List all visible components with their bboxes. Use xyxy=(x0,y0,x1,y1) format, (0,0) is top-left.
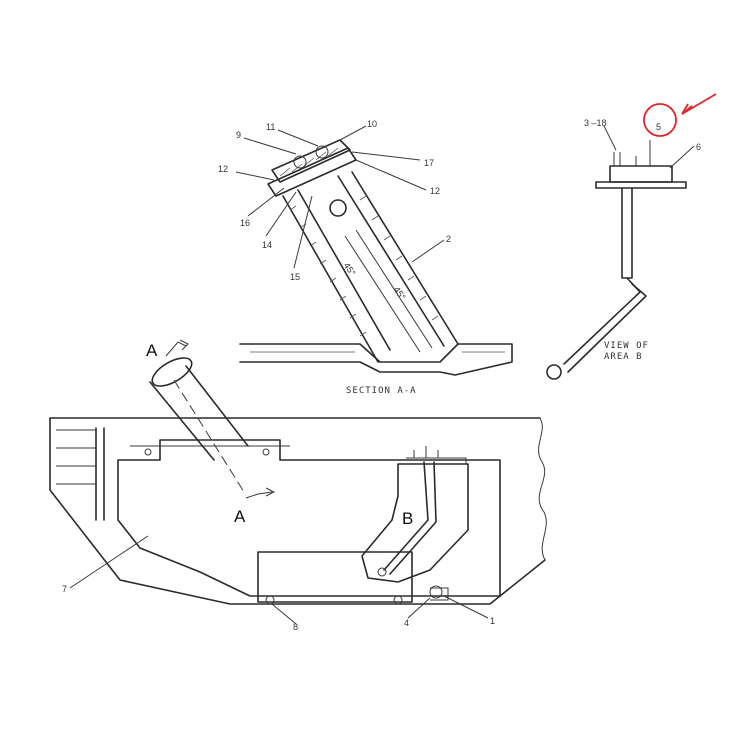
callout-14: 14 xyxy=(262,240,272,250)
callout-1: 1 xyxy=(490,616,495,626)
highlight-arrow xyxy=(681,93,717,115)
section-a-label-top: A xyxy=(146,341,158,360)
callout-5: 5 xyxy=(656,122,661,132)
section-a-a-view: 45° 45° xyxy=(235,125,513,376)
section-a-a-caption: SECTION A-A xyxy=(346,386,417,396)
callout-2: 2 xyxy=(446,234,451,244)
callout-17: 17 xyxy=(424,158,434,168)
callout-12-right: 12 xyxy=(430,186,440,196)
callout-10: 10 xyxy=(367,119,377,129)
callout-9: 9 xyxy=(236,130,241,140)
callout-12-upper: 12 xyxy=(218,164,228,174)
highlight-circle xyxy=(643,103,677,137)
callout-3-18: 3 –18 xyxy=(584,118,607,128)
callout-8: 8 xyxy=(293,622,298,632)
area-b-label: B xyxy=(402,509,413,528)
callout-16: 16 xyxy=(240,218,250,228)
area-b-caption: AREA B xyxy=(604,352,643,362)
callout-15: 15 xyxy=(290,272,300,282)
svg-text:45°: 45° xyxy=(342,261,358,278)
callout-labels: 11 10 9 12 17 12 16 14 15 2 3 –18 5 6 7 … xyxy=(62,118,701,632)
callout-11: 11 xyxy=(266,122,275,132)
callout-6: 6 xyxy=(696,142,701,152)
section-labels: A A B SECTION A-A VIEW OF AREA B xyxy=(146,341,649,528)
callout-7: 7 xyxy=(62,584,67,594)
tank-main-view xyxy=(49,339,547,625)
view-of-area-b xyxy=(546,93,717,380)
callout-4: 4 xyxy=(404,618,409,628)
svg-text:45°: 45° xyxy=(392,285,408,302)
view-of-caption: VIEW OF xyxy=(604,341,649,351)
section-a-label-bottom: A xyxy=(234,507,246,526)
